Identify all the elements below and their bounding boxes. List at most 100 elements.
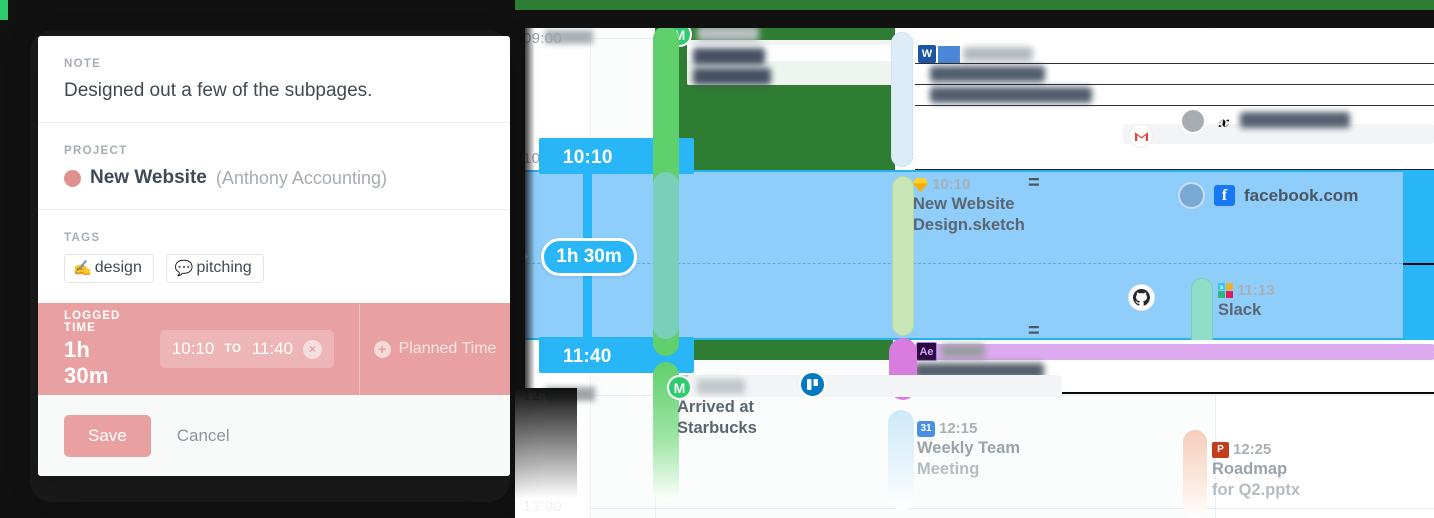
logged-time-bar: LOGGED TIME 1h 30m 10:10 TO 11:40 × + Pl… [38,303,510,395]
avatar[interactable] [1180,108,1206,134]
timeline-arrival-block[interactable] [655,336,895,360]
timeline-event-facebook[interactable]: f facebook.com [1178,182,1358,209]
after-effects-icon[interactable]: Ae [916,342,937,361]
tag-label: design [94,259,142,276]
event-title-line1: Arrived at [677,398,755,416]
maps-icon[interactable]: M [667,375,692,400]
event-title-line2: Meeting [917,460,980,479]
plus-icon: + [373,340,391,358]
timeline-activity-strip [893,344,1434,360]
logged-time-duration: 1h 30m [64,336,109,388]
hour-gridline [590,508,1434,509]
time-range-editor[interactable]: 10:10 TO 11:40 × [159,330,334,368]
event-title-line1: Weekly Team [917,439,1021,457]
timeline-event-slack[interactable]: s 11:13 Slack [1218,282,1275,320]
redacted-label [697,379,745,394]
close-icon[interactable]: × [303,339,322,359]
resize-handle-top[interactable]: = [1028,172,1040,194]
save-button[interactable]: Save [64,414,151,457]
backdrop-fade [507,28,535,388]
calendar-icon: 31 [917,420,935,437]
timeline-event-meeting[interactable]: 31 12:15 Weekly Team Meeting [917,420,1020,480]
event-time-row: 10:10 [913,176,1025,193]
backdrop-fade [507,388,577,518]
event-time: 12:15 [939,420,978,437]
card-rule [915,63,1434,64]
card-rule [915,84,1434,85]
timeline-event-sketch[interactable]: 10:10 New Website Design.sketch [913,176,1025,236]
redacted-title [693,48,765,65]
tags-section: TAGS ✍️ design 💬 pitching [38,210,510,303]
redacted-hour-label [545,30,593,44]
tag-chip-design[interactable]: ✍️ design [64,254,154,283]
project-section: PROJECT New Website (Anthony Accounting) [38,123,510,210]
end-time-input[interactable]: 11:40 [251,339,293,358]
facebook-icon[interactable]: f [1214,185,1235,206]
timeline-activity-strip [687,375,1062,397]
event-title-line1: Roadmap [1212,460,1288,478]
time-entry-detail-card[interactable]: NOTE Designed out a few of the subpages.… [38,36,510,476]
event-time: 11:13 [1237,282,1275,299]
writing-hand-emoji: ✍️ [73,259,92,277]
card-rule [915,105,1434,106]
nytimes-icon[interactable]: 𝓍 [1218,107,1230,132]
card-rule [893,392,1434,394]
speech-balloon-emoji: 💬 [174,259,194,277]
resize-handle-bottom[interactable]: = [1028,320,1040,342]
word-icon[interactable]: W [918,45,936,63]
timeline-capsule[interactable] [888,410,914,510]
event-title-line2: Starbucks [677,419,757,438]
slack-icon: s [1218,283,1233,298]
timeline-event-roadmap[interactable]: P 12:25 Roadmap for Q2.pptx [1212,441,1300,501]
logged-time-meta: LOGGED TIME 1h 30m [64,310,138,389]
timeline-capsule[interactable] [1183,430,1207,518]
note-text[interactable]: Designed out a few of the subpages. [64,80,373,101]
add-planned-time-button[interactable]: + Planned Time [360,303,510,395]
timeline-green-capsule-overlay [653,172,679,339]
timeline-event-starbucks[interactable]: Arrived at Starbucks [677,396,757,439]
event-title-line2: for Q2.pptx [1212,481,1301,500]
selection-end-time: 11:40 [563,346,612,367]
start-time-input[interactable]: 10:10 [171,339,215,358]
gmail-icon[interactable] [1129,124,1153,148]
edge-rule [1403,263,1434,265]
redacted-title [693,68,771,85]
tags-label: TAGS [64,232,101,244]
duration-pill[interactable]: 1h 30m [541,238,637,276]
cancel-button[interactable]: Cancel [176,425,230,445]
timeline-panel[interactable]: 09:00 10:00 11:00 12:00 13:00 M W [515,0,1434,518]
selection-edge-strip[interactable] [1403,170,1434,340]
sketch-icon [913,177,928,192]
backdrop-green-strip [515,0,1434,10]
event-time: 12:25 [1233,441,1272,458]
trello-icon[interactable] [799,371,826,398]
project-label: PROJECT [64,145,128,157]
selection-start-time: 10:10 [563,147,613,168]
range-to-label: TO [224,343,242,355]
avatar[interactable] [1178,182,1205,209]
timeline-capsule[interactable] [892,176,914,336]
note-section: NOTE Designed out a few of the subpages. [38,36,510,123]
github-icon[interactable] [1128,284,1155,311]
project-row[interactable]: New Website (Anthony Accounting) [64,167,484,189]
svg-text:s: s [1220,285,1224,291]
accent-sliver [0,0,8,20]
redacted-label [1240,112,1350,128]
event-title: facebook.com [1244,185,1359,205]
redacted-title [930,66,1045,82]
timeline-capsule[interactable] [891,32,913,167]
redacted-label [941,344,985,358]
note-label: NOTE [64,58,102,70]
logged-time-left: LOGGED TIME 1h 30m 10:10 TO 11:40 × [38,303,360,395]
redacted-title [930,87,1092,103]
project-color-dot [64,169,81,187]
powerpoint-icon: P [1212,441,1229,458]
planned-time-label: Planned Time [398,340,497,357]
event-time-row: P 12:25 [1212,441,1300,458]
event-time-row: s 11:13 [1218,282,1275,299]
word-icon-tail [938,46,960,63]
tag-chip-pitching[interactable]: 💬 pitching [165,254,264,283]
card-footer: Save Cancel [38,395,510,476]
event-time-row: 31 12:15 [917,420,1020,437]
project-client: (Anthony Accounting) [215,167,387,188]
